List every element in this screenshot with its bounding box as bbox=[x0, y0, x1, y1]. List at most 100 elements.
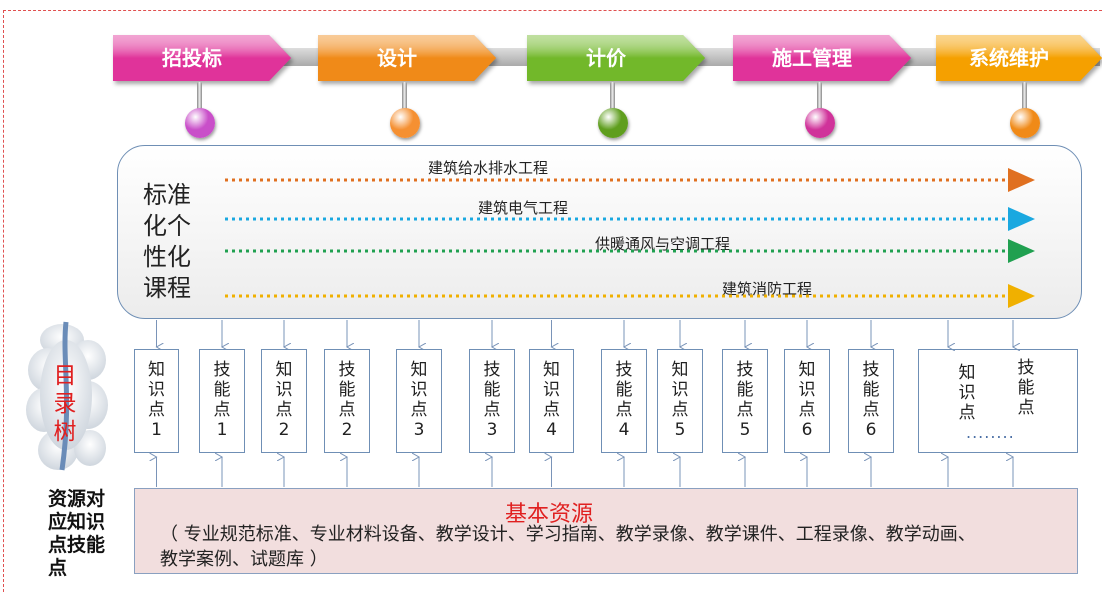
knowledge-char: 1 bbox=[151, 420, 162, 440]
stage-ball bbox=[185, 108, 215, 138]
base-resource-line1: （ 专业规范标准、专业材料设备、教学设计、学习指南、教学录像、教学课件、工程录像… bbox=[160, 524, 976, 545]
course-panel bbox=[117, 145, 1082, 319]
stage-arrow: 设计 bbox=[318, 35, 496, 81]
more-ellipsis: ........ bbox=[966, 423, 1015, 442]
knowledge-char: 点 bbox=[543, 400, 560, 420]
knowledge-char: 4 bbox=[618, 420, 630, 440]
knowledge-char: 点 bbox=[671, 400, 689, 420]
knowledge-char: 2 bbox=[278, 420, 290, 440]
knowledge-char: 知 bbox=[543, 360, 560, 380]
course-title-line: 化个 bbox=[143, 212, 191, 240]
knowledge-char: 2 bbox=[341, 420, 353, 440]
knowledge-char: 识 bbox=[275, 380, 293, 400]
stage-ball bbox=[598, 108, 628, 138]
base-resource-line2: 教学案例、试题库 ） bbox=[160, 549, 328, 570]
knowledge-char: 点 bbox=[213, 400, 231, 420]
knowledge-char: 识 bbox=[671, 380, 689, 400]
knowledge-char: 点 bbox=[483, 400, 501, 420]
knowledge-char: 3 bbox=[486, 420, 498, 440]
knowledge-char: 知 bbox=[671, 360, 689, 380]
knowledge-char: 识 bbox=[798, 380, 816, 400]
stage-stem bbox=[817, 82, 822, 110]
knowledge-char: 技 bbox=[213, 360, 231, 380]
side-label: 资源对应知识点技能点 bbox=[48, 488, 106, 579]
outer-frame bbox=[3, 10, 1102, 592]
course-panel-title: 标准 化个 性化 课程 bbox=[143, 180, 203, 304]
knowledge-char: 点 bbox=[410, 400, 428, 420]
knowledge-char: 技 bbox=[483, 360, 501, 380]
stage-ball bbox=[805, 108, 835, 138]
stage-arrow: 招投标 bbox=[113, 35, 291, 81]
knowledge-char: 知 bbox=[798, 360, 816, 380]
base-resource-box bbox=[134, 488, 1078, 574]
knowledge-char: 能 bbox=[483, 380, 501, 400]
stage-label: 系统维护 bbox=[969, 46, 1049, 70]
stage-stem bbox=[1022, 82, 1027, 110]
knowledge-char: 识 bbox=[148, 380, 165, 400]
knowledge-char: 能 bbox=[862, 380, 880, 400]
knowledge-char: 能 bbox=[736, 380, 754, 400]
stage-stem bbox=[402, 82, 407, 110]
knowledge-char: 知 bbox=[410, 360, 428, 380]
knowledge-char: 能 bbox=[338, 380, 356, 400]
course-title-line: 课程 bbox=[143, 274, 191, 302]
knowledge-char: 点 bbox=[148, 400, 165, 420]
more-skill-label: 技能点 bbox=[1017, 358, 1035, 418]
stage-stem bbox=[610, 82, 615, 110]
knowledge-char: 点 bbox=[798, 400, 816, 420]
knowledge-char: 点 bbox=[338, 400, 356, 420]
track-label-electrical: 建筑电气工程 bbox=[478, 199, 569, 217]
catalog-tree-label: 目录树 bbox=[53, 363, 77, 445]
more-points-box bbox=[918, 349, 1078, 453]
knowledge-char: 6 bbox=[801, 420, 813, 440]
knowledge-char: 5 bbox=[674, 420, 686, 440]
stage-label: 招投标 bbox=[162, 46, 222, 70]
knowledge-char: 5 bbox=[739, 420, 751, 440]
stage-label: 施工管理 bbox=[772, 46, 852, 70]
course-title-line: 标准 bbox=[143, 181, 191, 209]
knowledge-char: 点 bbox=[862, 400, 880, 420]
stage-label: 设计 bbox=[377, 46, 417, 70]
knowledge-char: 技 bbox=[338, 360, 356, 380]
knowledge-char: 3 bbox=[413, 420, 425, 440]
stage-arrow: 施工管理 bbox=[733, 35, 911, 81]
knowledge-char: 点 bbox=[615, 400, 633, 420]
more-knowledge-label: 知识点 bbox=[958, 363, 976, 423]
knowledge-char: 知 bbox=[275, 360, 293, 380]
stage-ball bbox=[1010, 108, 1040, 138]
track-label-plumbing: 建筑给水排水工程 bbox=[428, 159, 549, 177]
stage-stem bbox=[197, 82, 202, 110]
course-title-line: 性化 bbox=[143, 243, 191, 271]
knowledge-char: 技 bbox=[862, 360, 880, 380]
cloud-icon bbox=[26, 321, 108, 471]
knowledge-char: 技 bbox=[615, 360, 633, 380]
stage-arrow: 系统维护 bbox=[936, 35, 1102, 81]
track-label-hvac: 供暖通风与空调工程 bbox=[595, 235, 731, 253]
knowledge-char: 能 bbox=[213, 380, 231, 400]
knowledge-char: 点 bbox=[275, 400, 293, 420]
knowledge-char: 能 bbox=[615, 380, 633, 400]
knowledge-char: 6 bbox=[865, 420, 877, 440]
knowledge-char: 识 bbox=[543, 380, 560, 400]
track-label-fire: 建筑消防工程 bbox=[722, 280, 813, 298]
knowledge-char: 点 bbox=[736, 400, 754, 420]
knowledge-char: 1 bbox=[216, 420, 228, 440]
knowledge-char: 识 bbox=[410, 380, 428, 400]
knowledge-char: 4 bbox=[546, 420, 557, 440]
knowledge-char: 技 bbox=[736, 360, 754, 380]
base-resource-title: 基本资源 bbox=[504, 502, 593, 527]
stage-arrow: 计价 bbox=[527, 35, 705, 81]
stage-label: 计价 bbox=[586, 46, 626, 70]
